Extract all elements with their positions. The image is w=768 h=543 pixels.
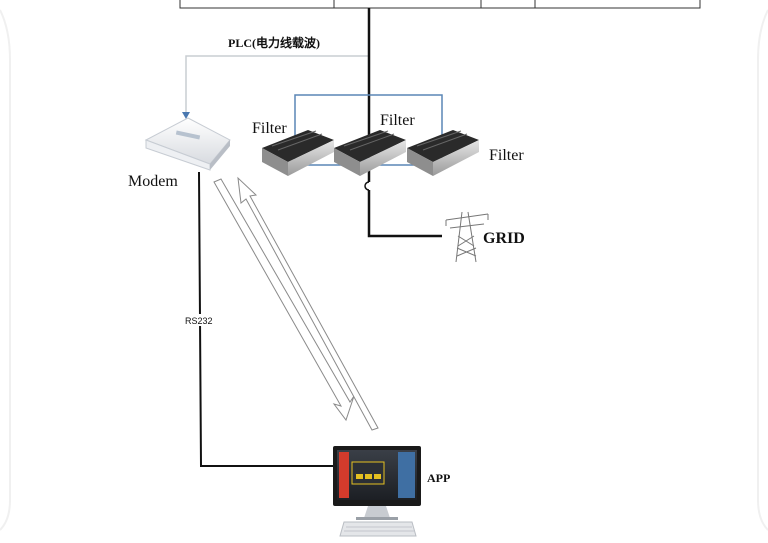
rs232-label: RS232 [185, 316, 213, 326]
filter-label-middle: Filter [380, 112, 415, 129]
wireless-arrows-icon [213, 176, 379, 431]
modem-icon [144, 117, 231, 171]
filter-module-middle [334, 130, 406, 176]
app-label: APP [427, 471, 450, 485]
rs232-link [198, 171, 336, 467]
plc-arrow-icon [182, 112, 190, 119]
filter-module-icon [334, 130, 406, 176]
background-frame [0, 9, 768, 531]
filter-module-right [407, 130, 479, 176]
plc-link [182, 55, 368, 119]
filter-label-left: Filter [252, 120, 287, 137]
power-tower-icon [445, 211, 489, 263]
filter-module-icon [407, 130, 479, 176]
plc-label: PLC(电力线载波) [228, 35, 320, 50]
filter-module-icon [262, 130, 334, 176]
modem-label: Modem [128, 173, 178, 190]
top-device-table [179, 0, 701, 9]
filter-module-left [262, 130, 334, 176]
filter-label-right: Filter [489, 147, 524, 164]
grid-label: GRID [483, 230, 525, 247]
desktop-computer-icon [333, 446, 421, 537]
